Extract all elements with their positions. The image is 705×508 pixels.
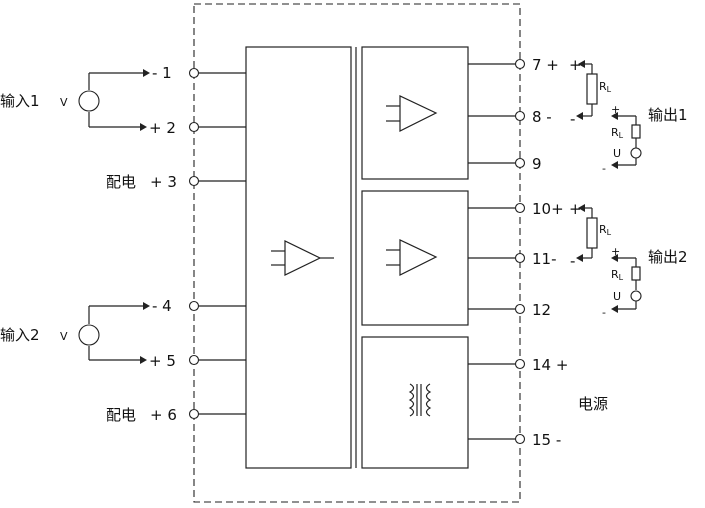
input-2-source-label: V — [60, 330, 68, 343]
output-1-load-circuit — [576, 60, 598, 120]
output-1-sense-resistor-label: RL — [611, 126, 624, 140]
module-outline — [193, 3, 521, 503]
power-label: 电源 — [578, 395, 608, 413]
output-block-2 — [361, 190, 469, 326]
output-2-plus-sign: + — [569, 200, 582, 218]
output-2-source-label: U — [613, 290, 621, 303]
input-1-circuit — [78, 69, 150, 131]
power-supply-label-2: 配电 — [106, 406, 136, 424]
terminal-label-10: 10+ — [532, 200, 564, 218]
output-block-1 — [361, 46, 469, 180]
output-1-minus-sign: - — [570, 110, 575, 128]
terminal-label-8: 8 - — [532, 108, 552, 126]
output-2-load-resistor-icon — [586, 217, 598, 249]
output-2-resistor-label: RL — [599, 223, 612, 237]
terminal-label-6: + 6 — [150, 406, 177, 424]
output-1-plus-sign: + — [569, 56, 582, 74]
terminal-label-5: + 5 — [149, 352, 176, 370]
output-2-plus-sign-2: + — [611, 245, 620, 258]
input-2-voltage-source-icon — [78, 324, 100, 346]
terminal-label-14: 14 + — [532, 356, 568, 374]
output-2-voltage-meter-icon — [630, 290, 642, 302]
output-2-label: 输出2 — [648, 248, 688, 266]
left-terminal-circles — [188, 67, 200, 420]
output-1-minus-sign-2: - — [602, 162, 606, 175]
input-1-voltage-source-icon — [78, 90, 100, 112]
left-terminal-wires — [198, 72, 246, 415]
output-amplifier-1-icon — [386, 95, 438, 132]
input-2-label: 输入2 — [0, 326, 40, 344]
input-1-label: 输入1 — [0, 92, 40, 110]
terminal-label-12: 12 — [532, 301, 551, 319]
output-1-resistor-label: RL — [599, 80, 612, 94]
output-1-label: 输出1 — [648, 106, 688, 124]
input-2-circuit — [78, 302, 150, 364]
power-supply-label-1: 配电 — [106, 173, 136, 191]
output-1-source-label: U — [613, 147, 621, 160]
output-1-voltage-circuit — [611, 112, 642, 169]
right-terminal-circles — [514, 58, 526, 445]
output-1-voltage-meter-icon — [630, 147, 642, 159]
right-terminal-wires — [468, 63, 515, 440]
terminal-label-1: - 1 — [152, 64, 172, 82]
terminal-label-9: 9 — [532, 155, 542, 173]
output-2-minus-sign-2: - — [602, 306, 606, 319]
output-2-sense-resistor-label: RL — [611, 268, 624, 282]
output-1-plus-sign-2: + — [611, 103, 620, 116]
output-1-load-resistor-icon — [586, 73, 598, 105]
terminal-label-11: 11- — [532, 250, 557, 268]
output-2-load-circuit — [576, 204, 598, 262]
terminal-label-4: - 4 — [152, 297, 172, 315]
terminal-label-3: + 3 — [150, 173, 177, 191]
transformer-icon — [408, 383, 432, 417]
terminal-label-2: + 2 — [149, 119, 176, 137]
output-2-voltage-circuit — [611, 254, 642, 313]
input-1-source-label: V — [60, 96, 68, 109]
terminal-label-7: 7 + — [532, 56, 559, 74]
input-amplifier-icon — [271, 240, 334, 276]
output-amplifier-2-icon — [386, 239, 438, 276]
output-2-sense-resistor-icon — [631, 266, 641, 281]
power-block — [361, 336, 469, 469]
output-1-sense-resistor-icon — [631, 124, 641, 139]
terminal-label-15: 15 - — [532, 431, 561, 449]
input-block — [245, 46, 352, 469]
output-2-minus-sign: - — [570, 252, 575, 270]
